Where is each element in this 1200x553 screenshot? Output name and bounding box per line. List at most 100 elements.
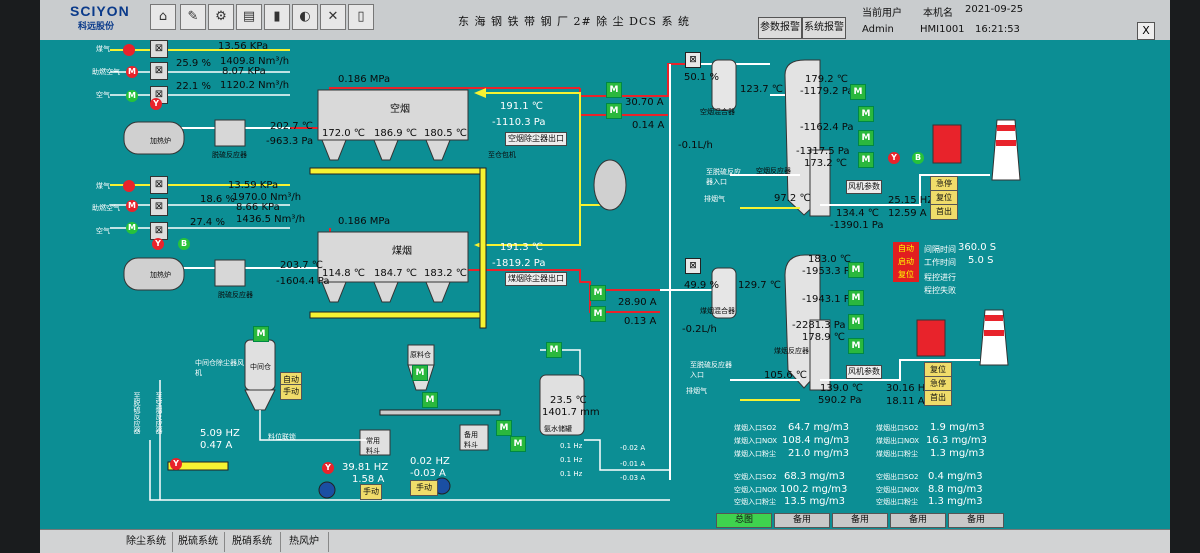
line2-fan-motor[interactable]: M bbox=[590, 285, 606, 301]
spare-bin-motor[interactable]: M bbox=[496, 420, 512, 436]
rb-tower-label: 煤烟反应器 bbox=[774, 347, 809, 355]
rt-mixer-temp: 123.7 ℃ bbox=[740, 84, 784, 95]
rb-mixer-label: 煤烟混合器 bbox=[700, 307, 735, 315]
line1-flow1: 1409.8 Nm³/h bbox=[220, 56, 290, 67]
interval-auto-button[interactable]: 自动 bbox=[893, 242, 919, 256]
line1-m2-status[interactable]: M bbox=[126, 90, 138, 102]
line1-gas-valve-status[interactable] bbox=[123, 44, 135, 56]
pump3-flow: 0.1 Hz bbox=[560, 470, 583, 478]
phone-icon[interactable]: ▯ bbox=[348, 4, 374, 30]
param-alarm-button[interactable]: 参数报警 bbox=[758, 17, 802, 39]
line2-pressure: -1604.4 Pa bbox=[276, 276, 330, 287]
side-label-1: 至脱硫反应器 bbox=[133, 392, 141, 434]
line2-fan-motor-2[interactable]: M bbox=[590, 306, 606, 322]
rb-motor-3[interactable]: M bbox=[848, 314, 864, 330]
em-air-in-3-value: 13.5 mg/m3 bbox=[784, 496, 846, 507]
line1-air-label: 助燃空气 bbox=[92, 68, 120, 76]
spare-button-3[interactable]: 备用 bbox=[890, 513, 946, 528]
line1-y-status[interactable]: Y bbox=[150, 98, 162, 110]
line1-gas-valve[interactable]: ⊠ bbox=[150, 40, 168, 58]
tools-icon[interactable]: ⚙ bbox=[208, 4, 234, 30]
spare-button-2[interactable]: 备用 bbox=[832, 513, 888, 528]
ash-bin-motor[interactable]: M bbox=[412, 365, 428, 381]
rb-motor-4[interactable]: M bbox=[848, 338, 864, 354]
line1-fan-motor-2[interactable]: M bbox=[606, 103, 622, 119]
rb-fan-params-button[interactable]: 风机参数 bbox=[846, 365, 882, 379]
line2-y-status[interactable]: Y bbox=[152, 238, 164, 250]
line1-valve2-pct: 22.1 % bbox=[176, 81, 211, 92]
rb-to-label: 至脱硫反应器入口 bbox=[690, 361, 732, 379]
blower-y-status[interactable]: Y bbox=[322, 462, 334, 474]
blower-amp: 1.58 A bbox=[352, 474, 385, 485]
line2-gas-label: 煤气 bbox=[96, 182, 110, 190]
spare-bin-label: 备用料斗 bbox=[464, 431, 478, 449]
spare-button-4[interactable]: 备用 bbox=[948, 513, 1004, 528]
rb-t-out: 139.0 ℃ bbox=[820, 383, 864, 394]
line1-reactor-label: 脱硫反应器 bbox=[212, 151, 247, 159]
line2-outlet-label: 煤烟除尘器出口 bbox=[505, 272, 567, 286]
spare-bin-motor-2[interactable]: M bbox=[510, 436, 526, 452]
rt-motor-2[interactable]: M bbox=[858, 106, 874, 122]
rt-motor-3[interactable]: M bbox=[858, 130, 874, 146]
line2-air2-valve[interactable]: ⊠ bbox=[150, 222, 168, 240]
rt-tower-t1: 179.2 ℃ bbox=[805, 74, 849, 85]
feeder-y-status[interactable]: Y bbox=[170, 458, 182, 470]
ammonia-pump-motor[interactable]: M bbox=[546, 342, 562, 358]
spare-button-1[interactable]: 备用 bbox=[774, 513, 830, 528]
system-alarm-button[interactable]: 系统报警 bbox=[802, 17, 846, 39]
em-coal-out-2-label: 煤烟出口NOX bbox=[876, 437, 920, 445]
rt-motor-4[interactable]: M bbox=[858, 152, 874, 168]
line2-pressure-mid: 8.66 KPa bbox=[236, 202, 280, 213]
rb-first-button[interactable]: 首出 bbox=[924, 390, 952, 406]
rt-y-status[interactable]: Y bbox=[888, 152, 900, 164]
line2-flow2: 1436.5 Nm³/h bbox=[236, 214, 306, 225]
pump1-amp: -0.02 A bbox=[620, 444, 646, 452]
interval-start-button[interactable]: 启动 bbox=[893, 255, 919, 269]
ash-conveyor-motor[interactable]: M bbox=[422, 392, 438, 408]
overview-button[interactable]: 总图 bbox=[716, 513, 772, 528]
tab-denitrification[interactable]: 脱硝系统 bbox=[224, 532, 281, 552]
rt-motor-1[interactable]: M bbox=[850, 84, 866, 100]
line1-m-status[interactable]: M bbox=[126, 66, 138, 78]
line1-fan-motor[interactable]: M bbox=[606, 82, 622, 98]
sciyon-logo: SCIYON 科远股份 bbox=[70, 3, 130, 31]
rt-fan-params-button[interactable]: 风机参数 bbox=[846, 180, 882, 194]
em-coal-in-1-label: 煤烟入口SO2 bbox=[734, 424, 777, 432]
side-label-2: 至空烟反应器 bbox=[155, 392, 163, 434]
rt-first-button[interactable]: 首出 bbox=[930, 204, 958, 220]
line2-b-status[interactable]: B bbox=[178, 238, 190, 250]
line2-m2-status[interactable]: M bbox=[126, 222, 138, 234]
line2-air-valve[interactable]: ⊠ bbox=[150, 198, 168, 216]
line1-bag-pressure: 0.186 MPa bbox=[338, 74, 391, 85]
blower-manual-button[interactable]: 手动 bbox=[410, 480, 438, 496]
rb-motor-2[interactable]: M bbox=[848, 290, 864, 306]
line2-gas-valve-status[interactable] bbox=[123, 180, 135, 192]
blower-manual-button-2[interactable]: 手动 bbox=[360, 484, 382, 500]
tab-desulfurization[interactable]: 脱硫系统 bbox=[172, 532, 225, 552]
rb-valve[interactable]: ⊠ bbox=[685, 258, 701, 274]
battery-icon[interactable]: ▮ bbox=[264, 4, 290, 30]
tab-hot-air-furnace[interactable]: 热风炉 bbox=[280, 532, 329, 552]
rt-b-status[interactable]: B bbox=[912, 152, 924, 164]
line1-air-valve[interactable]: ⊠ bbox=[150, 62, 168, 80]
interval-reset-button[interactable]: 复位 bbox=[893, 268, 919, 282]
rt-p-out: -1390.1 Pa bbox=[830, 220, 884, 231]
rt-tower-p3: -1317.5 Pa bbox=[796, 146, 850, 157]
line2-gas-valve[interactable]: ⊠ bbox=[150, 176, 168, 194]
close-button[interactable]: X bbox=[1137, 22, 1155, 40]
x-window-icon[interactable]: ✕ bbox=[320, 4, 346, 30]
tab-dust-removal[interactable]: 除尘系统 bbox=[120, 532, 173, 552]
document-icon[interactable]: ▤ bbox=[236, 4, 262, 30]
level-link-label: 料位联锁 bbox=[268, 433, 296, 441]
em-air-out-2-label: 空烟出口NOX bbox=[876, 486, 920, 494]
rb-mixer-temp: 129.7 ℃ bbox=[738, 280, 782, 291]
rb-motor-1[interactable]: M bbox=[848, 262, 864, 278]
home-icon[interactable]: ⌂ bbox=[150, 4, 176, 30]
user-name: Admin bbox=[862, 24, 894, 35]
rt-valve[interactable]: ⊠ bbox=[685, 52, 701, 68]
edit-icon[interactable]: ✎ bbox=[180, 4, 206, 30]
silo-manual-button[interactable]: 手动 bbox=[280, 384, 302, 400]
color-icon[interactable]: ◐ bbox=[292, 4, 318, 30]
line2-m-status[interactable]: M bbox=[126, 200, 138, 212]
silo-fan-motor[interactable]: M bbox=[253, 326, 269, 342]
